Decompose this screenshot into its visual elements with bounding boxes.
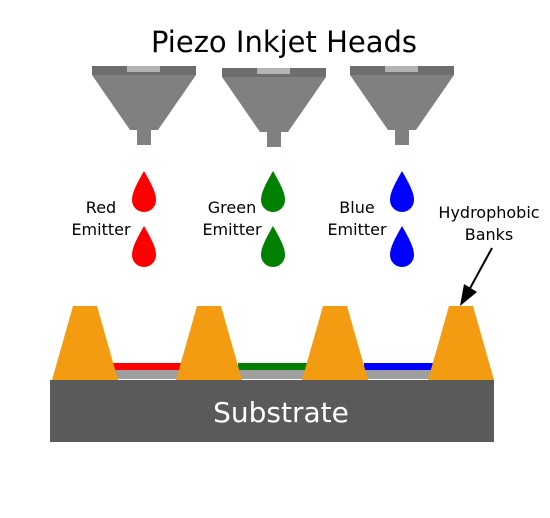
hydrophobic-bank (428, 306, 494, 380)
banks-arrow-head (460, 284, 477, 306)
blue-emitter-label-line1: Blue (339, 198, 374, 217)
banks-arrow-line (467, 247, 493, 293)
print-head-red (92, 66, 196, 145)
red-droplet-2 (132, 226, 156, 267)
blue-emitter-layer (364, 363, 434, 370)
diagram-title: Piezo Inkjet Heads (151, 25, 417, 59)
banks-label-line2: Banks (465, 225, 514, 244)
red-emitter-label-line2: Emitter (71, 220, 131, 239)
banks-label-line1: Hydrophobic (438, 203, 539, 222)
green-emitter-label-line2: Emitter (202, 220, 262, 239)
hydrophobic-bank (52, 306, 118, 380)
substrate-label: Substrate (213, 396, 349, 429)
print-head-green (222, 68, 326, 147)
well-floor-blue (364, 370, 434, 379)
green-emitter-label-line1: Green (208, 198, 256, 217)
blue-droplet-1 (390, 171, 414, 212)
well-floor-green (238, 370, 308, 379)
green-emitter-layer (238, 363, 308, 370)
green-droplet-2 (261, 226, 285, 267)
red-emitter-label-line1: Red (86, 198, 116, 217)
green-droplet-1 (261, 171, 285, 212)
substrate (50, 380, 494, 442)
hydrophobic-bank (302, 306, 368, 380)
print-head-blue (350, 66, 454, 145)
red-droplet-1 (132, 171, 156, 212)
blue-emitter-label-line2: Emitter (327, 220, 387, 239)
blue-droplet-2 (390, 226, 414, 267)
well-floor-red (112, 370, 182, 379)
red-emitter-layer (112, 363, 182, 370)
hydrophobic-bank (176, 306, 242, 380)
